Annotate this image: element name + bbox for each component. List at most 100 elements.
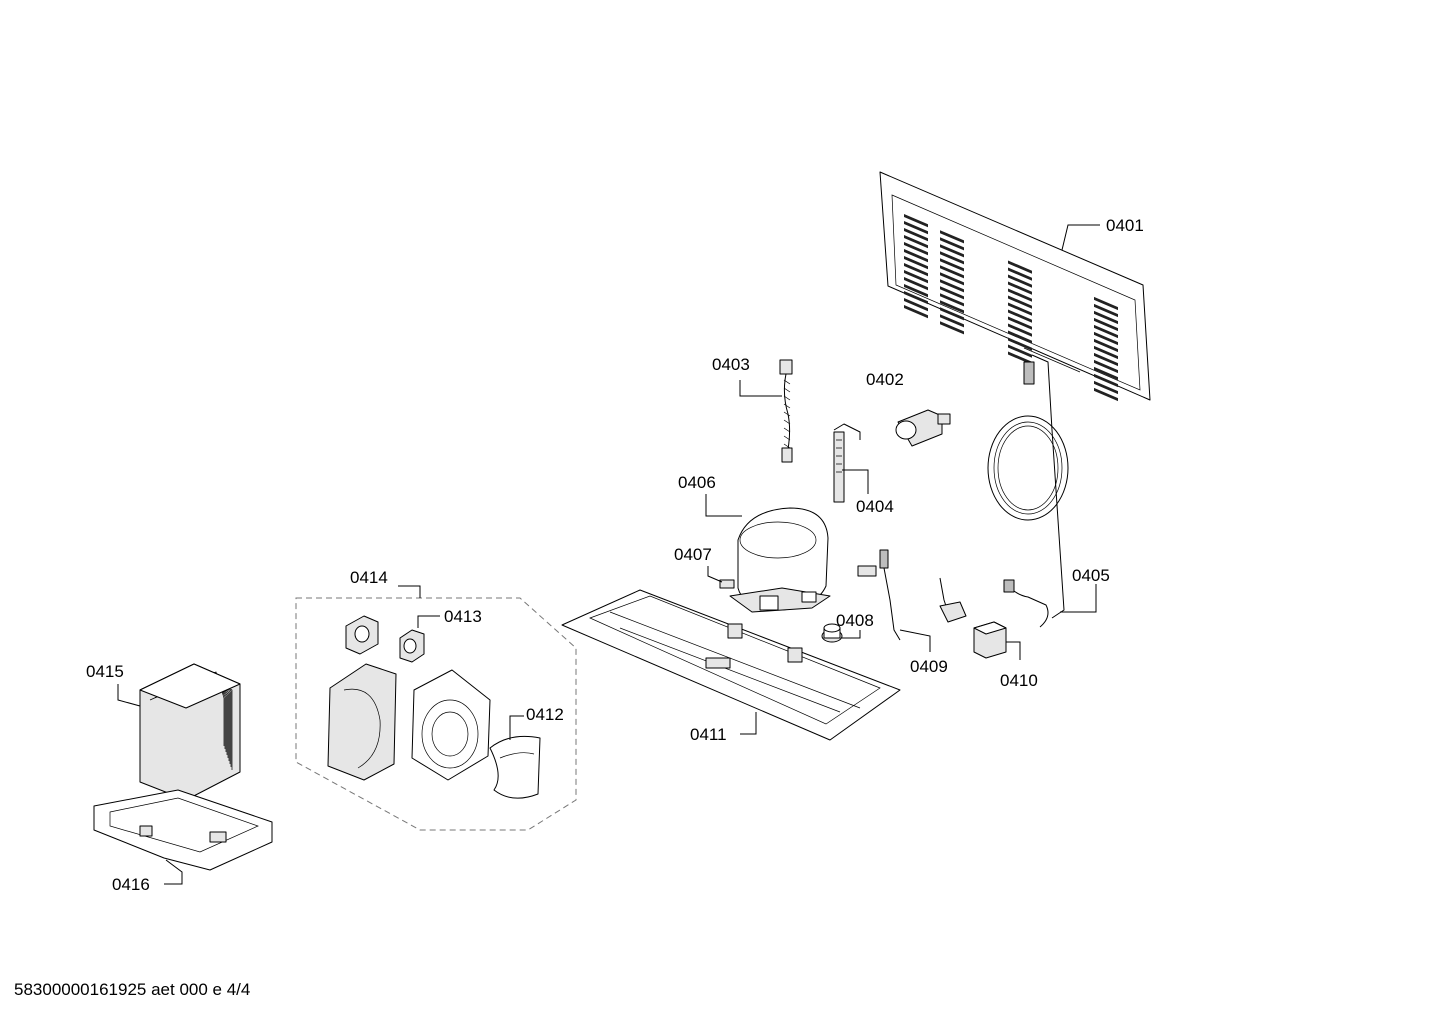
part-0401-rear-panel[interactable] <box>879 171 1151 402</box>
part-0415-evaporator[interactable] <box>139 663 241 801</box>
drawing-reference-code: 58300000161925 aet 000 e 4/4 <box>14 980 251 999</box>
callout-0406: 0406 <box>678 473 742 517</box>
label-0408: 0408 <box>836 611 874 630</box>
vent-slot <box>1094 380 1118 395</box>
part-0406-compressor[interactable] <box>729 507 831 613</box>
callout-0402: 0402 <box>866 370 904 389</box>
label-0409: 0409 <box>910 657 948 676</box>
part-fan-housing[interactable] <box>327 663 491 781</box>
part-0409-wiring[interactable] <box>857 549 967 641</box>
label-0416: 0416 <box>112 875 150 894</box>
vent-slot <box>1094 303 1118 318</box>
callout-0414: 0414 <box>350 568 421 598</box>
vent-slot <box>1094 317 1118 332</box>
vent-slot <box>940 321 964 335</box>
callout-0404: 0404 <box>842 469 894 516</box>
label-0412: 0412 <box>526 705 564 724</box>
vent-slot <box>904 242 928 256</box>
vent-slot <box>1008 281 1032 295</box>
vent-slot <box>1094 338 1118 353</box>
vent-slot <box>940 230 964 244</box>
vent-slot <box>1094 331 1118 346</box>
label-0403: 0403 <box>712 355 750 374</box>
part-0408-grommet[interactable] <box>821 623 843 643</box>
vent-slot <box>1008 302 1032 316</box>
callout-0412: 0412 <box>509 705 564 740</box>
vent-slot <box>1008 288 1032 302</box>
vent-slot <box>940 286 964 300</box>
vent-slot <box>940 314 964 328</box>
label-0407: 0407 <box>674 545 712 564</box>
callout-0407: 0407 <box>674 545 723 583</box>
label-0411: 0411 <box>690 725 727 744</box>
vent-slot <box>904 277 928 291</box>
label-0415: 0415 <box>86 662 124 681</box>
vent-slot <box>1094 324 1118 339</box>
callout-0411: 0411 <box>690 712 757 744</box>
vent-slot <box>904 214 928 228</box>
callout-0413: 0413 <box>417 607 482 628</box>
label-0413: 0413 <box>444 607 482 626</box>
vent-slot <box>940 293 964 307</box>
vent-slot <box>1094 373 1118 388</box>
part-0410-block[interactable] <box>973 621 1007 659</box>
part-0402-relay[interactable] <box>895 409 951 447</box>
vent-slot <box>940 272 964 286</box>
part-0404-bracket[interactable] <box>833 423 861 503</box>
vent-slot <box>904 305 928 319</box>
label-0414: 0414 <box>350 568 388 587</box>
vent-slot <box>940 258 964 272</box>
callout-0401: 0401 <box>1061 216 1144 251</box>
label-0405: 0405 <box>1072 566 1110 585</box>
vent-slot <box>1008 337 1032 351</box>
vent-slot <box>940 244 964 258</box>
vent-slot <box>1094 366 1118 381</box>
vent-slot <box>940 307 964 321</box>
part-0413-fan-motor[interactable] <box>345 615 425 663</box>
vent-slot <box>1008 323 1032 337</box>
vent-slot <box>1094 310 1118 325</box>
vent-slot <box>904 298 928 312</box>
callout-0403: 0403 <box>712 355 782 397</box>
vent-slot <box>1008 330 1032 344</box>
vent-slot <box>904 270 928 284</box>
vent-slot <box>904 235 928 249</box>
part-0411-base-plate[interactable] <box>561 589 901 741</box>
vent-slot <box>1008 274 1032 288</box>
vent-slot <box>904 256 928 270</box>
vent-slot <box>1008 295 1032 309</box>
vent-slot <box>904 284 928 298</box>
callout-0405: 0405 <box>1060 566 1110 613</box>
label-0401: 0401 <box>1106 216 1144 235</box>
vent-slot <box>940 251 964 265</box>
label-0410: 0410 <box>1000 671 1038 690</box>
part-0405-condenser-pipe[interactable] <box>987 354 1069 628</box>
vent-slot <box>904 263 928 277</box>
callout-0416: 0416 <box>112 859 183 894</box>
vent-slot <box>1094 296 1118 311</box>
callout-0410: 0410 <box>1000 641 1038 690</box>
label-0404: 0404 <box>856 497 894 516</box>
vent-slot <box>904 221 928 235</box>
group-0414-fan-assembly <box>295 597 577 831</box>
vent-slot <box>1094 387 1118 402</box>
callout-0409: 0409 <box>899 629 948 676</box>
vent-slot <box>904 291 928 305</box>
part-0407-clip[interactable] <box>719 579 735 589</box>
label-0406: 0406 <box>678 473 716 492</box>
vent-slot <box>1094 345 1118 360</box>
vent-slot <box>1094 352 1118 367</box>
part-0412-shroud[interactable] <box>489 735 541 799</box>
part-0403-cable[interactable] <box>779 359 793 463</box>
vent-slot <box>1008 351 1032 365</box>
vent-slot <box>940 265 964 279</box>
vent-slot <box>940 300 964 314</box>
vent-slot <box>1008 267 1032 281</box>
vent-slot <box>940 279 964 293</box>
vent-slot <box>1008 344 1032 358</box>
vent-slot <box>904 249 928 263</box>
part-0416-drip-tray[interactable] <box>93 789 273 871</box>
vent-slot <box>1008 309 1032 323</box>
vent-slot <box>904 228 928 242</box>
